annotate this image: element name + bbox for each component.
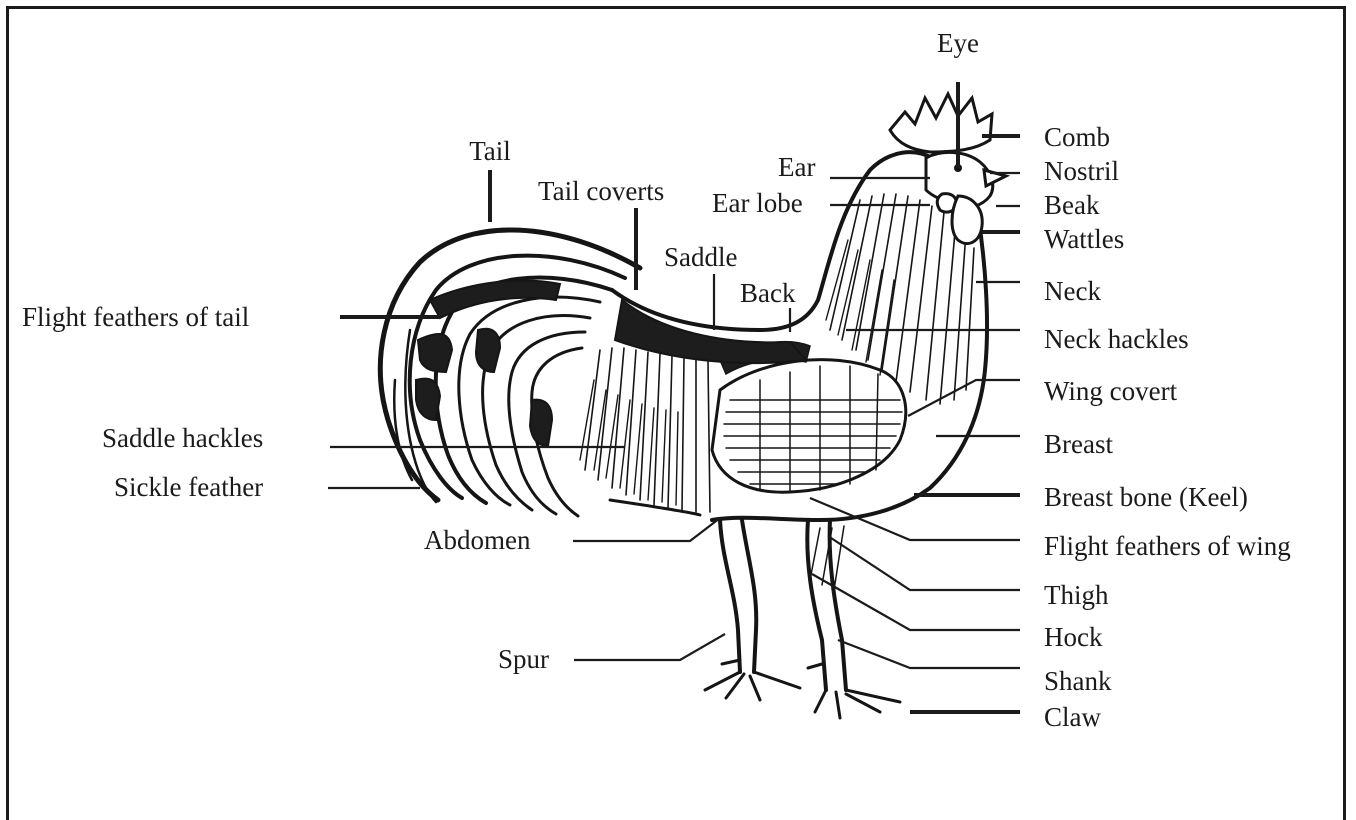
- saddle-hackle-strokes: [580, 348, 710, 512]
- rooster-illustration: [380, 94, 1006, 718]
- label-comb: Comb: [1044, 122, 1110, 152]
- label-back: Back: [740, 278, 796, 308]
- label-breast: Breast: [1044, 429, 1113, 459]
- label-ear-lobe: Ear lobe: [712, 188, 803, 218]
- tail-feathers: [380, 230, 640, 516]
- label-claw: Claw: [1044, 702, 1101, 732]
- label-sickle-feather: Sickle feather: [114, 472, 263, 502]
- comb-shape: [890, 94, 992, 152]
- labels: Eye Comb Nostril Beak Wattles Neck Neck …: [22, 28, 1291, 732]
- label-wing-covert: Wing covert: [1044, 376, 1178, 406]
- label-tail: Tail: [469, 136, 511, 166]
- label-spur: Spur: [498, 644, 549, 674]
- label-tail-coverts: Tail coverts: [538, 176, 664, 206]
- label-beak: Beak: [1044, 190, 1100, 220]
- head: [890, 94, 1006, 244]
- legs: [705, 520, 900, 718]
- label-neck: Neck: [1044, 276, 1101, 306]
- label-shank: Shank: [1044, 666, 1112, 696]
- label-breast-bone: Breast bone (Keel): [1044, 482, 1248, 512]
- label-abdomen: Abdomen: [424, 525, 531, 555]
- label-thigh: Thigh: [1044, 580, 1109, 610]
- label-eye: Eye: [937, 28, 979, 58]
- label-saddle-hackles: Saddle hackles: [102, 423, 263, 453]
- label-nostril: Nostril: [1044, 156, 1119, 186]
- label-wattles: Wattles: [1044, 224, 1124, 254]
- label-flight-feathers-wing: Flight feathers of wing: [1044, 531, 1291, 561]
- label-saddle: Saddle: [664, 242, 738, 272]
- label-neck-hackles: Neck hackles: [1044, 324, 1189, 354]
- label-hock: Hock: [1044, 622, 1103, 652]
- label-flight-feathers-tail: Flight feathers of tail: [22, 302, 249, 332]
- label-ear: Ear: [778, 152, 815, 182]
- wing: [712, 342, 906, 493]
